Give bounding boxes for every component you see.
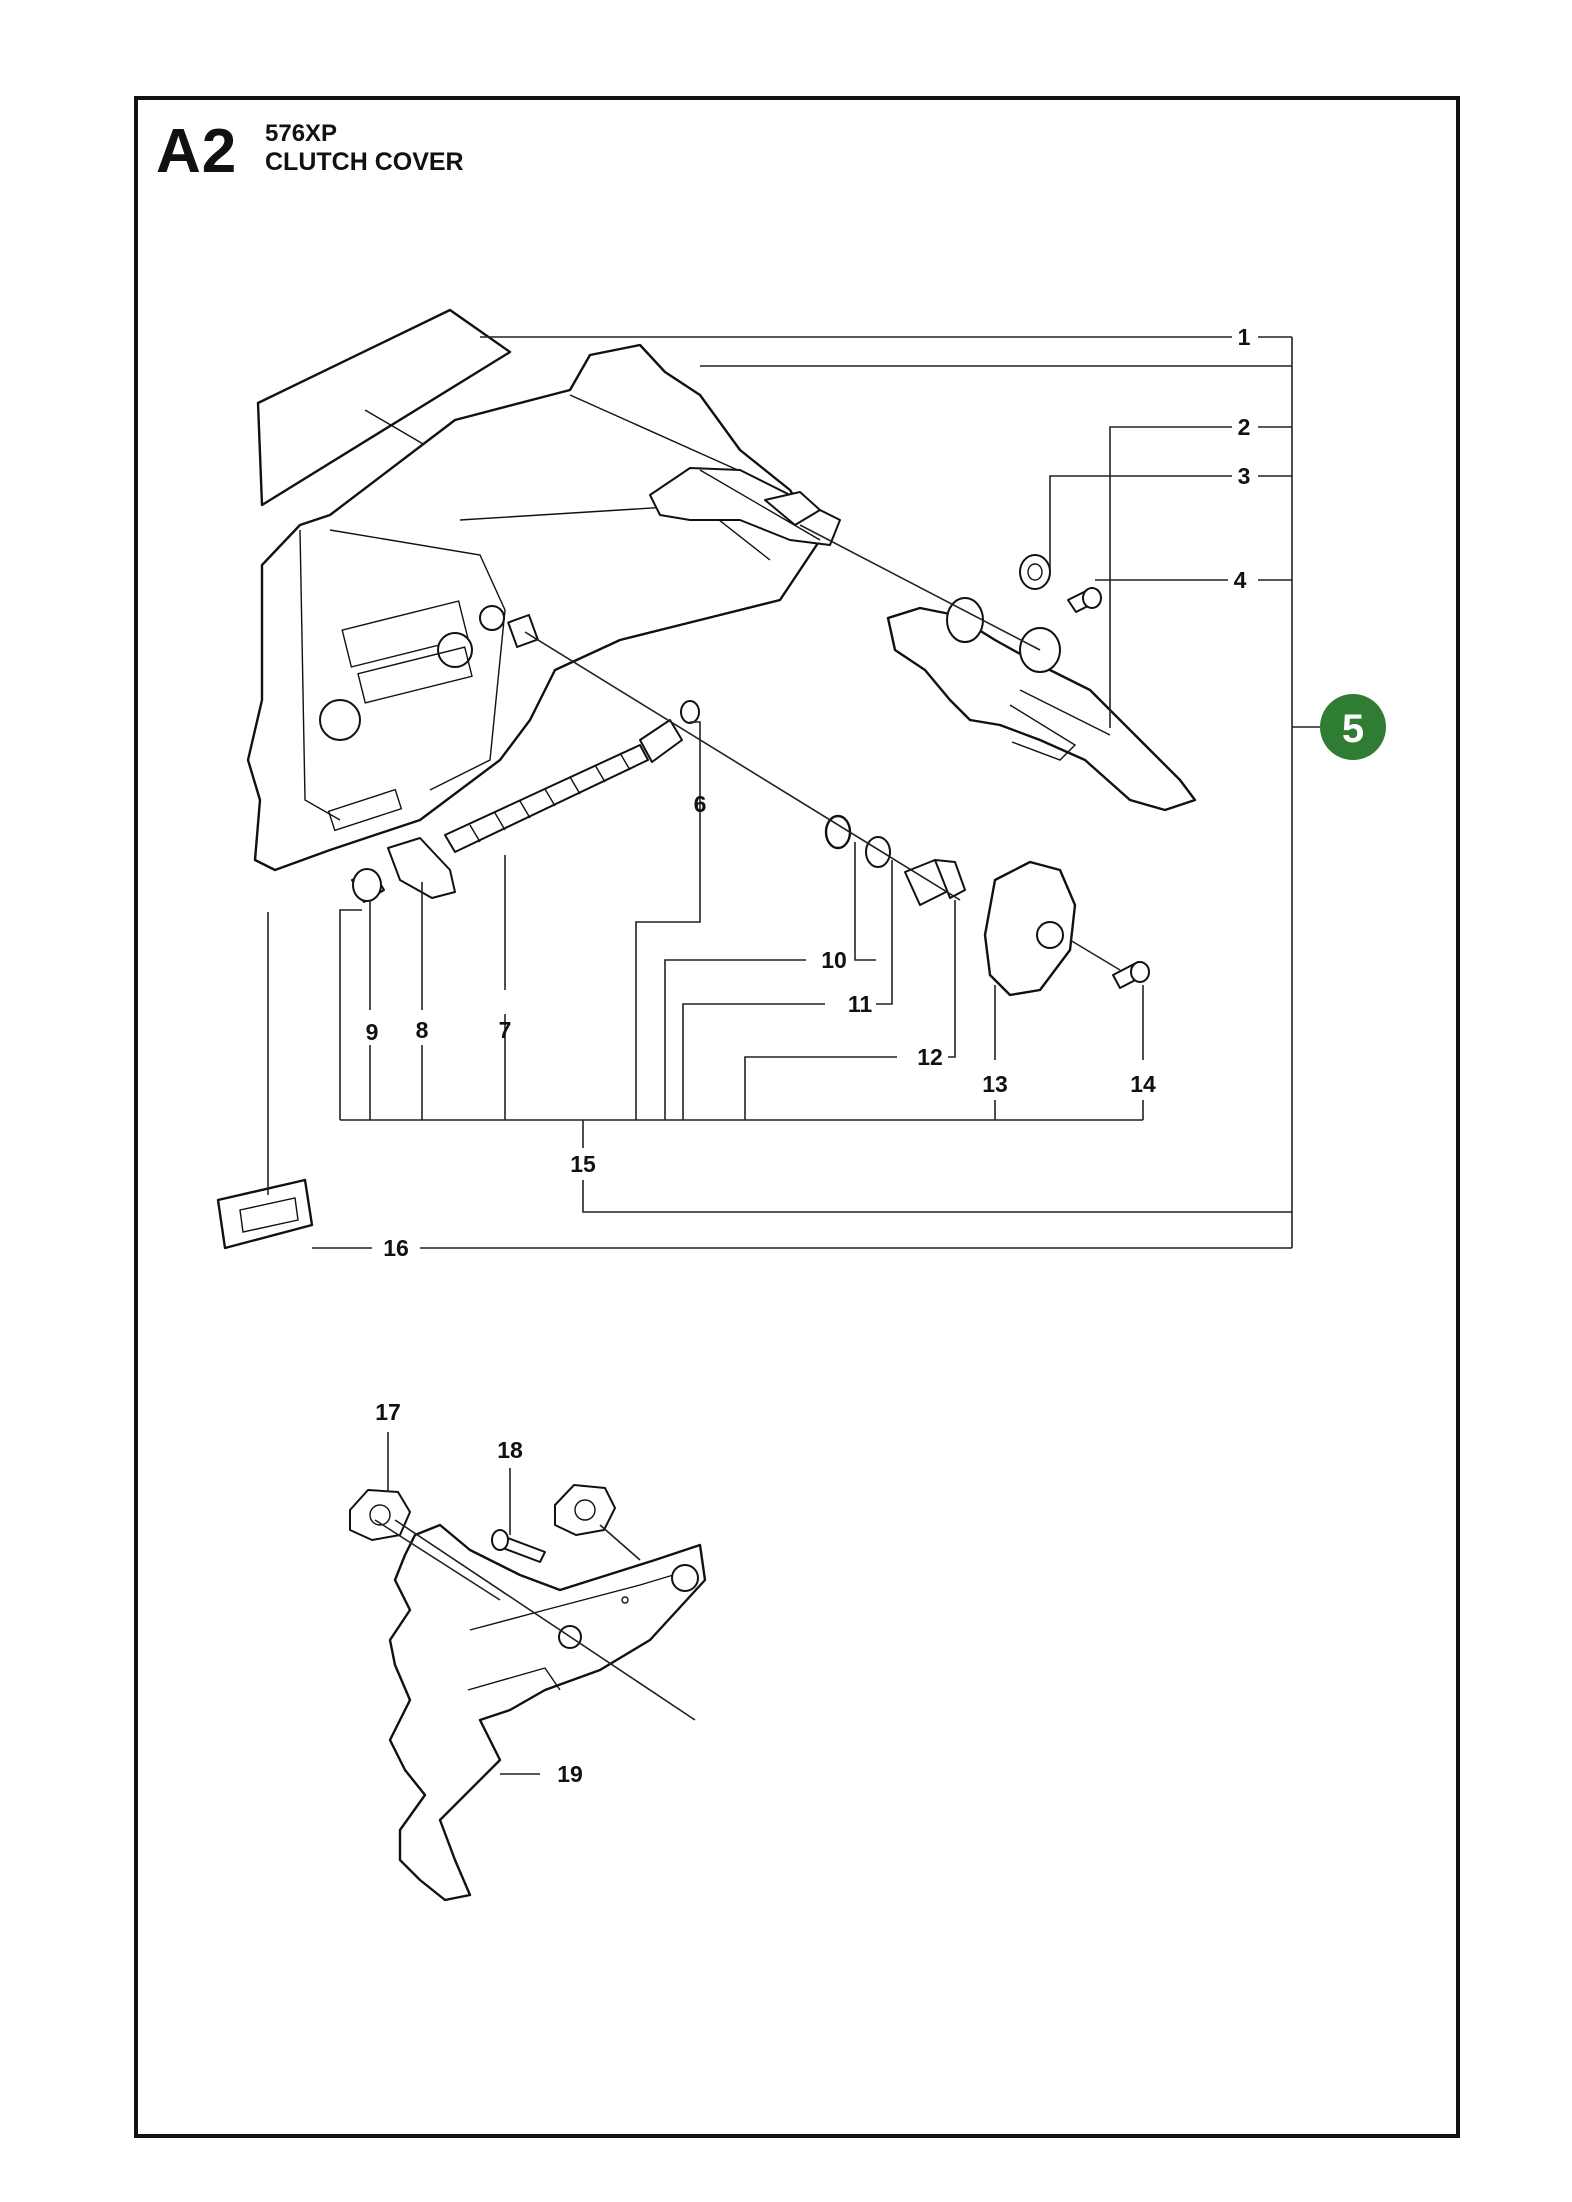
decal-strip	[256, 308, 512, 507]
diagram-title: CLUTCH COVER	[265, 148, 464, 176]
callout-9: 9	[366, 1019, 379, 1045]
model-number: 576XP	[265, 120, 338, 147]
callout-3: 3	[1238, 463, 1251, 489]
callout-17: 17	[375, 1399, 401, 1425]
bumper-drawing	[216, 1178, 314, 1250]
callout-6: 6	[694, 791, 707, 817]
tensioner-drawing	[351, 700, 700, 903]
page-frame	[134, 96, 1460, 2138]
callout-15: 15	[570, 1151, 596, 1177]
badge-number: 5	[1342, 707, 1364, 751]
callout-11: 11	[848, 991, 873, 1017]
callout-13: 13	[982, 1071, 1008, 1097]
callout-16: 16	[383, 1235, 409, 1261]
section-badge: 5	[1320, 694, 1386, 760]
callout-7: 7	[499, 1017, 512, 1043]
small-hardware-upper	[1019, 554, 1102, 613]
callout-2: 2	[1238, 414, 1251, 440]
bucking-spike-drawing	[349, 1484, 707, 1902]
callout-18: 18	[497, 1437, 523, 1463]
leader-lines	[267, 336, 1320, 1775]
callout-1: 1	[1238, 324, 1251, 350]
callout-10: 10	[821, 947, 847, 973]
drive-parts-drawing	[824, 814, 1150, 997]
section-code: A2	[156, 117, 238, 186]
callout-labels: 1 2 3 4 6 7 8 9 10 11 12 13 14 15 16 17 …	[366, 324, 1251, 1787]
callout-12: 12	[917, 1044, 943, 1070]
chain-guide-drawing	[886, 597, 1197, 812]
callout-4: 4	[1234, 567, 1247, 593]
callout-19: 19	[557, 1761, 583, 1787]
callout-8: 8	[416, 1017, 429, 1043]
clutch-cover-drawing	[246, 308, 841, 872]
callout-14: 14	[1130, 1071, 1156, 1097]
badge-circle	[1320, 694, 1386, 760]
